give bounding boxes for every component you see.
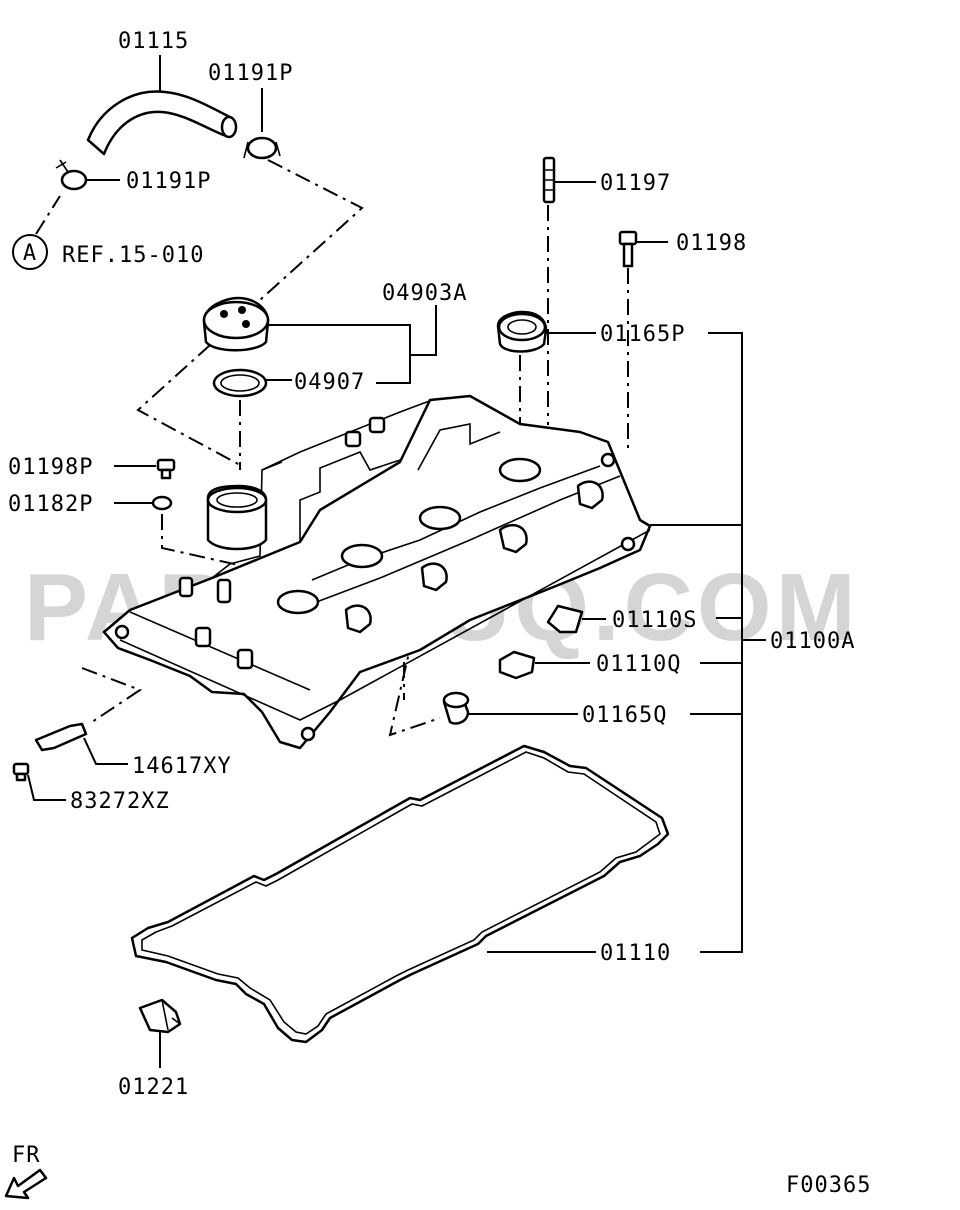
part-label[interactable]: 01198P — [8, 455, 93, 480]
gasket-01110 — [130, 744, 670, 1044]
bracket-14617xy — [34, 722, 88, 752]
part-label[interactable]: 01182P — [8, 492, 93, 517]
stud-01197 — [542, 156, 556, 204]
reference-circle — [12, 234, 48, 270]
part-label[interactable]: 04907 — [294, 370, 365, 395]
bolt-01198p — [156, 458, 176, 480]
bolt-01198 — [618, 230, 638, 268]
bolt-83272xz — [12, 762, 30, 782]
front-arrow-icon — [4, 1168, 48, 1200]
part-labels: 01115 01191P 01191P 01197 01198 04903A 0… — [8, 29, 855, 1100]
gasket-01110q — [498, 650, 536, 680]
part-label[interactable]: 01165P — [600, 322, 685, 347]
figure-code: F00365 — [786, 1173, 871, 1198]
seal-01165p — [496, 310, 548, 353]
part-label[interactable]: 01191P — [126, 169, 211, 194]
washer-01182p — [151, 495, 173, 511]
part-label[interactable]: 01115 — [118, 29, 189, 54]
plug-01221 — [138, 998, 182, 1034]
clamp-01191p-lower — [55, 159, 88, 191]
part-label[interactable]: 01191P — [208, 61, 293, 86]
rocker-cover-01100a — [102, 394, 652, 750]
part-label[interactable]: 01100A — [770, 629, 855, 654]
reference-letter: A — [23, 241, 37, 266]
clamp-01191p-upper — [243, 136, 281, 160]
reference-text: REF.15-010 — [62, 243, 204, 268]
parts — [12, 90, 670, 1044]
part-label[interactable]: 01221 — [118, 1075, 189, 1100]
part-label[interactable]: 01198 — [676, 231, 747, 256]
reference-callout: A REF.15-010 — [12, 195, 204, 270]
orientation-indicator: FR — [4, 1143, 48, 1200]
part-label[interactable]: 01197 — [600, 171, 671, 196]
part-label[interactable]: 01165Q — [582, 703, 667, 728]
part-label[interactable]: 04903A — [382, 281, 467, 306]
orientation-label: FR — [12, 1143, 41, 1168]
part-label[interactable]: 14617XY — [132, 754, 232, 779]
hose-01115 — [86, 90, 234, 156]
part-label[interactable]: 01110S — [612, 608, 697, 633]
leader-lines — [27, 55, 766, 1068]
part-label[interactable]: 01110Q — [596, 652, 681, 677]
filler-cap-04903a — [202, 296, 270, 352]
plug-01165q — [442, 691, 470, 725]
part-label[interactable]: 83272XZ — [70, 789, 170, 814]
part-label[interactable]: 01110 — [600, 941, 671, 966]
gasket-01110s — [546, 604, 584, 634]
